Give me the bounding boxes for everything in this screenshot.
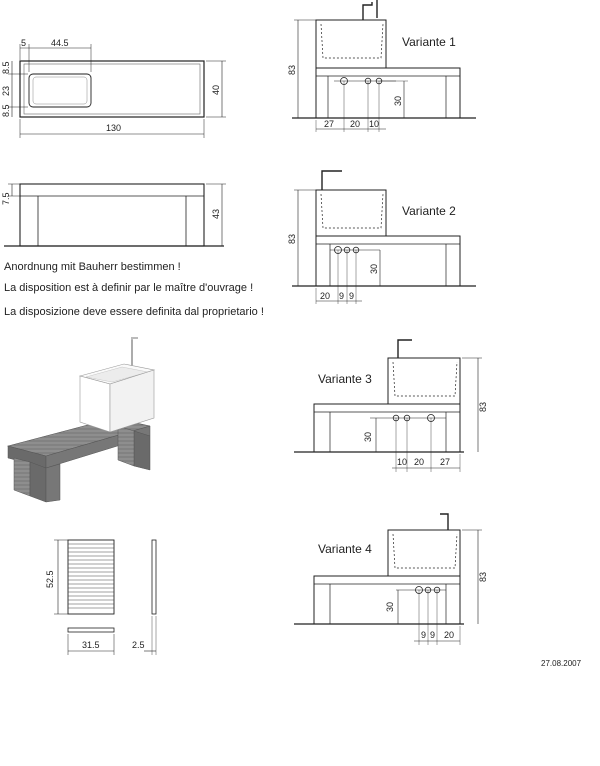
dim-basin-width: 44.5 (51, 38, 69, 48)
variant-2-elevation: 20 9 9 83 30 Variante 2 (287, 170, 476, 304)
note-fr: La disposition est à definir par le maît… (4, 282, 253, 294)
dim-basin-depth: 23 (1, 86, 11, 96)
v4-spacing-2: 9 (430, 630, 435, 640)
slat-panel-front (67, 539, 115, 615)
variant-1-elevation: 27 20 10 83 30 Variante 1 (287, 0, 476, 132)
v1-spacing-3: 10 (369, 119, 379, 129)
dim-edge-top: 8.5 (1, 61, 11, 74)
installation-notes: Anordnung mit Bauherr bestimmen ! La dis… (4, 261, 264, 318)
v4-title: Variante 4 (318, 542, 372, 556)
v3-pipe-height: 30 (363, 432, 373, 442)
dim-edge-bottom: 8.5 (1, 104, 11, 117)
top-plan-view: 5 44.5 8.5 23 8.5 40 130 (1, 38, 226, 138)
dim-length: 130 (106, 123, 121, 133)
slat-panel-side (151, 539, 157, 615)
v3-height: 83 (478, 402, 488, 412)
note-it: La disposizione deve essere definita dal… (4, 306, 264, 318)
v2-height: 83 (287, 234, 297, 244)
plan-inner-edge (23, 63, 201, 115)
v1-height: 83 (287, 65, 297, 75)
v2-spacing-2: 9 (339, 291, 344, 301)
variant-4-elevation: 9 9 20 83 30 Variante 4 (294, 513, 488, 645)
dim-bench-height: 43 (211, 209, 221, 219)
v3-title: Variante 3 (318, 372, 372, 386)
slat-height: 52.5 (45, 570, 55, 588)
dim-left-margin: 5 (21, 38, 26, 48)
v1-pipe-height: 30 (393, 96, 403, 106)
basin-inner (32, 76, 88, 105)
basin-cutout (28, 73, 92, 108)
dim-depth: 40 (211, 85, 221, 95)
v4-pipe-height: 30 (385, 602, 395, 612)
v3-spacing-1: 10 (397, 457, 407, 467)
dim-top-thickness: 7.5 (1, 192, 11, 205)
drawing-date: 27.08.2007 (541, 659, 582, 668)
v4-spacing-3: 20 (444, 630, 454, 640)
front-elevation-view: 7.5 43 (1, 183, 226, 247)
v2-spacing-3: 9 (349, 291, 354, 301)
v3-spacing-3: 27 (440, 457, 450, 467)
v1-spacing-2: 20 (350, 119, 360, 129)
slat-panel-top (67, 627, 115, 633)
v2-title: Variante 2 (402, 204, 456, 218)
v3-spacing-2: 20 (414, 457, 424, 467)
v1-title: Variante 1 (402, 35, 456, 49)
v4-height: 83 (478, 572, 488, 582)
slat-width: 31.5 (82, 640, 100, 650)
v4-spacing-1: 9 (421, 630, 426, 640)
v1-spacing-1: 27 (324, 119, 334, 129)
variant-3-elevation: 10 20 27 83 30 Variante 3 (294, 339, 488, 472)
v2-spacing-1: 20 (320, 291, 330, 301)
slat-thickness: 2.5 (132, 640, 145, 650)
perspective-view (6, 337, 156, 503)
plan-outline (19, 60, 205, 118)
bench-outline (19, 183, 205, 247)
v2-pipe-height: 30 (369, 264, 379, 274)
slat-panel-view: 52.5 31.5 2.5 (45, 539, 157, 655)
note-de: Anordnung mit Bauherr bestimmen ! (4, 261, 181, 273)
